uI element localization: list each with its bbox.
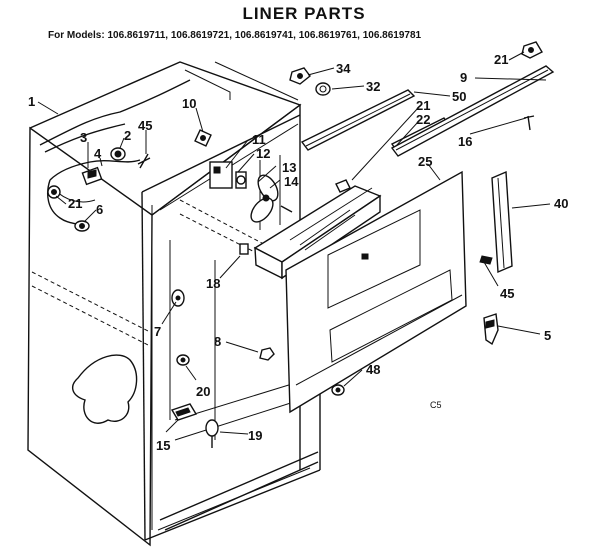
part-5-hinge [483, 313, 499, 346]
part-15-roller [170, 403, 198, 421]
leader-lines [37, 51, 551, 435]
callout-6: 6 [96, 202, 103, 217]
callout-45-top: 45 [138, 118, 152, 133]
callout-48: 48 [366, 362, 380, 377]
callout-10: 10 [182, 96, 196, 111]
callout-8: 8 [214, 334, 221, 349]
callout-16: 16 [458, 134, 472, 149]
part-11-fan-motor [209, 161, 247, 189]
callout-32: 32 [366, 79, 380, 94]
part-32-grommet [315, 82, 331, 96]
callout-45-right: 45 [500, 286, 514, 301]
part-34-nut [289, 67, 311, 85]
callout-21-mid: 21 [416, 98, 430, 113]
fan-screw [280, 205, 293, 213]
corner-code: C5 [430, 400, 442, 410]
part-3-bracket [81, 166, 103, 186]
callout-21-left: 21 [68, 196, 82, 211]
part-50-strip [300, 89, 416, 151]
callout-7: 7 [154, 324, 161, 339]
callout-14: 14 [284, 174, 299, 189]
callout-20: 20 [196, 384, 210, 399]
part-8-nut [259, 347, 275, 361]
callout-50: 50 [452, 89, 466, 104]
part-48-screw [331, 384, 345, 396]
panel-cutout-shape [72, 354, 138, 424]
callout-9: 9 [460, 70, 467, 85]
callout-11: 11 [252, 132, 266, 147]
callout-21-top: 21 [494, 52, 508, 67]
part-2-knob [110, 147, 126, 161]
model-numbers: For Models: 106.8619711, 106.8619721, 10… [48, 30, 422, 41]
part-7-clip [171, 289, 185, 307]
part-40-side-trim [491, 170, 513, 274]
part-21-screw-left [47, 185, 61, 199]
callout-22: 22 [416, 112, 430, 127]
callout-40: 40 [554, 196, 568, 211]
part-19-lamp [205, 419, 219, 448]
callout-34: 34 [336, 61, 351, 76]
callout-19: 19 [248, 428, 262, 443]
part-25-cover-panel [285, 170, 467, 414]
callout-25: 25 [418, 154, 432, 169]
callout-5: 5 [544, 328, 551, 343]
part-45-screw [137, 153, 151, 169]
part-21-clip-top [521, 41, 543, 59]
part-21-clip-housing [335, 179, 351, 193]
part-6-clip [74, 220, 90, 232]
callout-13: 13 [282, 160, 296, 175]
callout-18: 18 [206, 276, 220, 291]
callout-12: 12 [256, 146, 270, 161]
part-10-clip [194, 129, 212, 147]
part-45-screw-right [479, 255, 493, 265]
callout-3: 3 [80, 130, 87, 145]
callout-4: 4 [94, 146, 102, 161]
part-9-rail [390, 65, 555, 157]
callout-15: 15 [156, 438, 170, 453]
callout-1: 1 [28, 94, 35, 109]
part-20-screw [176, 354, 190, 366]
diagram-title: LINER PARTS [242, 4, 366, 23]
part-18-control-housing [239, 185, 382, 280]
part-14-fan-blade [250, 174, 279, 223]
callout-2: 2 [124, 128, 131, 143]
